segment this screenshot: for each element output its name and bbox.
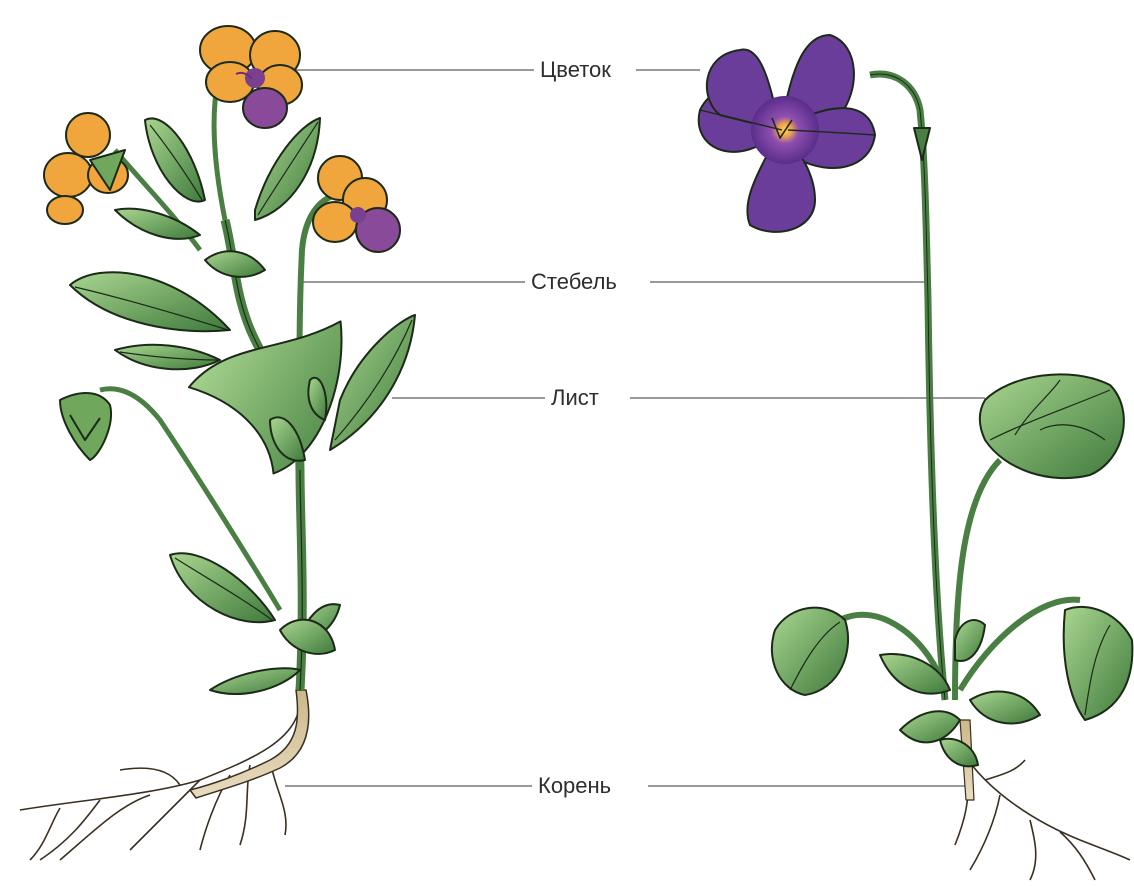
pansy-flower-left — [44, 113, 128, 224]
label-leaf: Лист — [545, 385, 605, 411]
violet-flower-stem — [870, 74, 945, 700]
pansy-main-root — [190, 690, 309, 798]
label-lines — [273, 70, 985, 786]
pansy-bud — [60, 393, 111, 460]
violet-leaves — [772, 374, 1133, 766]
violet-sepal — [914, 128, 930, 160]
label-root: Корень — [532, 773, 617, 799]
pansy-roots — [20, 700, 300, 860]
pansy-flower-right — [313, 156, 400, 252]
violet-petioles — [840, 460, 1080, 700]
label-stem: Стебель — [525, 269, 623, 295]
violet-plant — [695, 35, 1132, 880]
label-flower: Цветок — [534, 57, 617, 83]
violet-flower-stem-outline — [870, 74, 945, 700]
violet-roots — [955, 760, 1130, 880]
violet-flower — [695, 35, 875, 232]
pansy-plant — [20, 26, 415, 860]
